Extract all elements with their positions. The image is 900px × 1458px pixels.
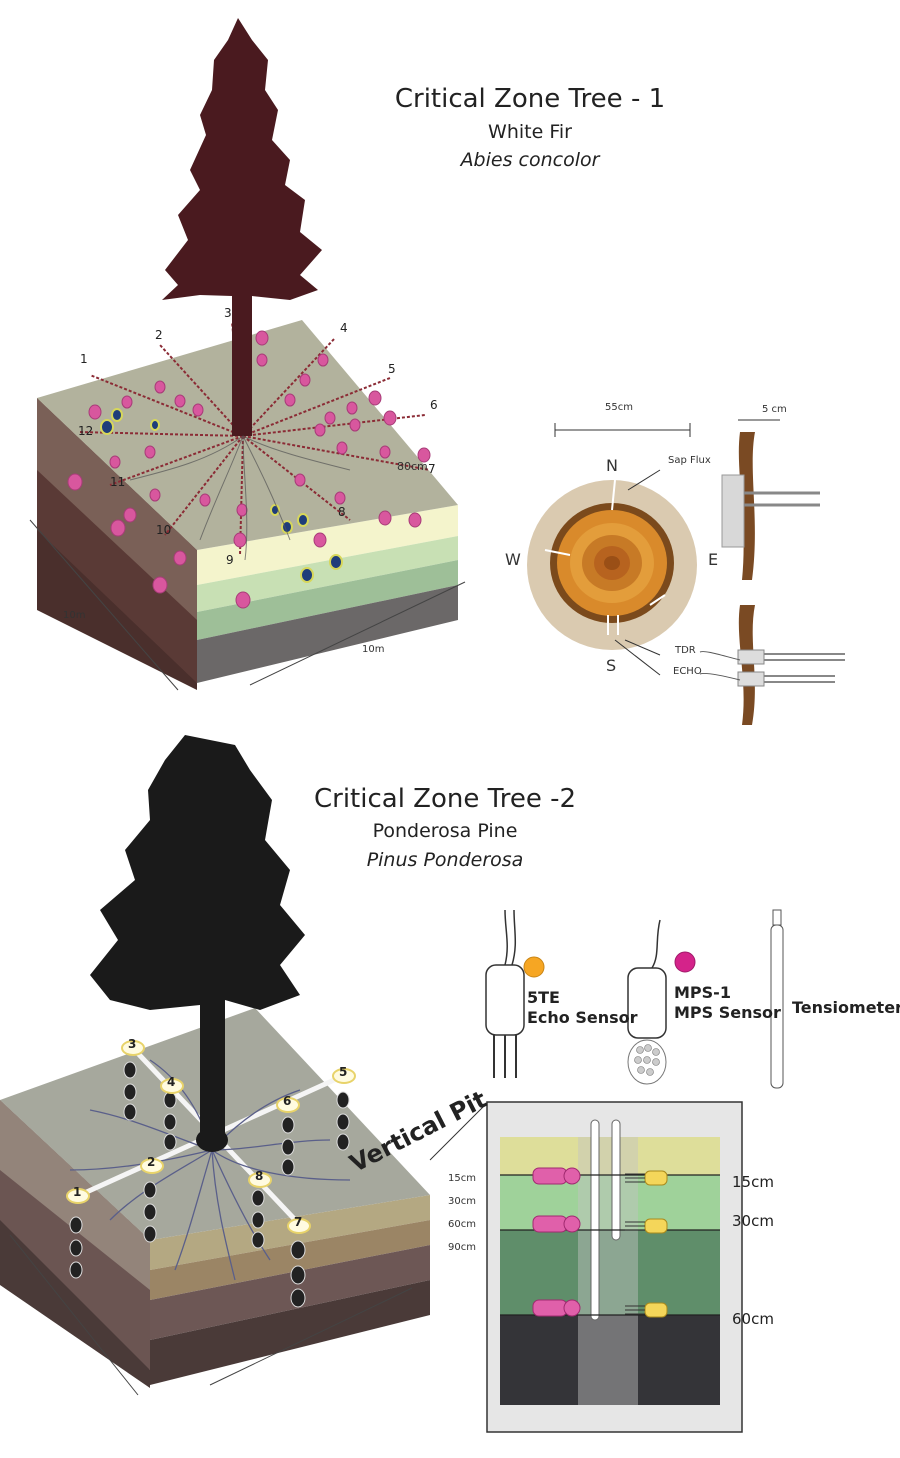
side-depth-90: 90cm	[448, 1242, 476, 1253]
echo-label: ECHO	[673, 666, 702, 677]
compass-north: N	[606, 456, 618, 475]
transect-label-1: 1	[80, 352, 88, 366]
roots-tree1	[129, 435, 351, 561]
pit-depth-30: 30cm	[732, 1212, 774, 1230]
width-label-right: 10m	[362, 644, 385, 655]
tree1-common-name: White Fir	[488, 121, 572, 143]
transect-label-8: 8	[338, 505, 346, 519]
transect-label-10: 10	[156, 523, 172, 537]
tensiometer-label: Tensiometer	[792, 998, 900, 1017]
echo-sensors-tree1	[100, 408, 343, 583]
legend-icons	[485, 909, 784, 1089]
station-label-5: 5	[339, 1065, 348, 1079]
transect-label-6: 6	[430, 398, 438, 412]
stem-cross-section	[527, 423, 697, 676]
transect-label-11: 11	[110, 475, 126, 489]
mps-sensors-tree1	[67, 330, 431, 609]
tree1-title: Critical Zone Tree - 1	[394, 84, 666, 114]
transect-label-12: 12	[78, 424, 94, 438]
stations-tree2	[66, 1040, 356, 1308]
transect-label-3: 3	[224, 306, 232, 320]
side-depth-60: 60cm	[448, 1219, 476, 1230]
echo-sensor-name: 5TE	[527, 988, 560, 1007]
transect-label-7: 7	[428, 462, 436, 476]
sap-flux-label: Sap Flux	[668, 455, 711, 466]
station-label-8: 8	[255, 1169, 264, 1183]
echo-sensor-desc: Echo Sensor	[527, 1008, 638, 1027]
station-label-4: 4	[167, 1075, 176, 1089]
vertical-pit	[486, 1101, 743, 1433]
spacing-label: 80cm	[397, 460, 428, 473]
station-label-6: 6	[283, 1094, 292, 1108]
width-label-left: 10m	[63, 610, 86, 621]
bark-detail	[699, 419, 845, 725]
pit-leader-line	[429, 1102, 488, 1161]
tree1-latin-name: Abies concolor	[460, 149, 600, 171]
tdr-label: TDR	[675, 645, 696, 656]
side-depth-15: 15cm	[448, 1173, 476, 1184]
pit-depth-60: 60cm	[732, 1310, 774, 1328]
compass-south: S	[606, 656, 617, 675]
white-fir-tree-silhouette	[162, 18, 322, 436]
diameter-label: 55cm	[605, 402, 633, 413]
transect-label-5: 5	[388, 362, 396, 376]
transect-label-2: 2	[155, 328, 163, 342]
compass-east: E	[708, 550, 719, 569]
mps-sensor-name: MPS-1	[674, 983, 731, 1002]
side-depth-30: 30cm	[448, 1196, 476, 1207]
transect-label-9: 9	[226, 553, 234, 567]
transect-lines	[79, 321, 431, 556]
tree2-title: Critical Zone Tree -2	[313, 784, 577, 814]
transect-label-4: 4	[340, 321, 348, 335]
compass-west: W	[505, 550, 521, 569]
tree2-latin-name: Pinus Ponderosa	[366, 849, 524, 871]
tree2-common-name: Ponderosa Pine	[372, 820, 518, 842]
pit-depth-15: 15cm	[732, 1173, 774, 1191]
mps-sensor-desc: MPS Sensor	[674, 1003, 781, 1022]
station-label-2: 2	[147, 1155, 156, 1169]
bark-depth-label: 5 cm	[762, 404, 787, 415]
station-label-7: 7	[294, 1215, 303, 1229]
ponderosa-tree-silhouette	[90, 735, 305, 1152]
station-label-1: 1	[73, 1185, 82, 1199]
station-label-3: 3	[128, 1037, 137, 1051]
